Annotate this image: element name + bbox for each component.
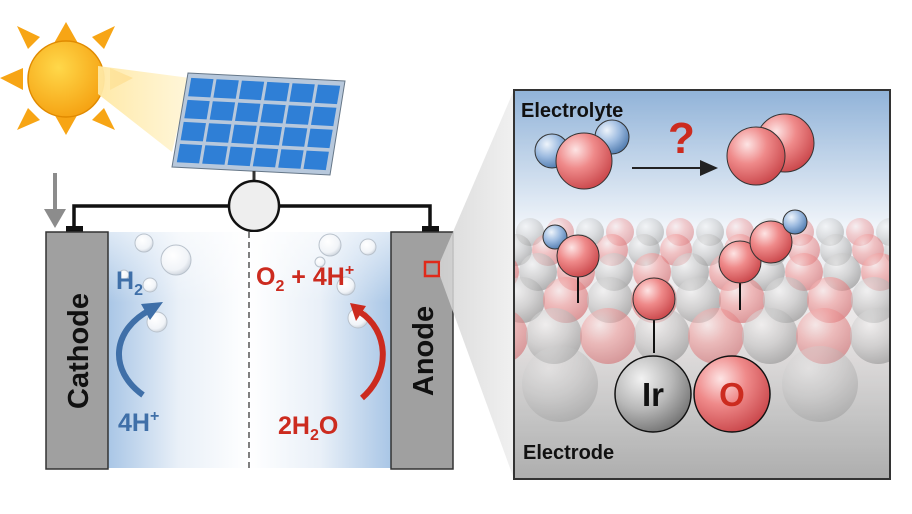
adsorbed-ooh-2 [718, 209, 808, 310]
solar-cell [311, 106, 337, 127]
anode-product-o2: O2 + 4H+ [256, 262, 354, 295]
water-molecule [534, 119, 630, 190]
question-mark: ? [668, 114, 695, 163]
cathode-reactant-4h: 4H+ [118, 408, 159, 437]
power-meter-icon [227, 179, 281, 233]
lattice-iridium [514, 277, 545, 323]
sunlight-beam [98, 66, 190, 152]
solar-cell [213, 79, 239, 99]
cathode-product-h2: H2 [116, 267, 143, 299]
anode-label: Anode [408, 306, 440, 396]
solar-panel-icon [171, 72, 346, 186]
solar-cell [252, 147, 279, 168]
anode-reaction-arrow [358, 309, 386, 401]
adsorbed-ooh [542, 224, 600, 303]
solar-cell [205, 123, 232, 143]
solar-cell [285, 105, 312, 125]
iridium-label: Ir [642, 376, 664, 413]
cathode-reaction-arrow [116, 307, 152, 398]
bubble [314, 256, 326, 268]
solar-cell [303, 150, 329, 171]
down-arrow-icon [44, 173, 66, 228]
solar-cell [184, 99, 210, 120]
oxygen-molecule [726, 113, 815, 186]
sun-icon [0, 22, 133, 135]
lattice-iridium [782, 346, 858, 422]
electrode-label: Electrode [523, 442, 614, 464]
iridium-atom: Ir [614, 355, 692, 433]
bubble [134, 233, 154, 253]
solar-cell [209, 101, 236, 121]
solar-cell [238, 80, 265, 101]
adsorbed-o [632, 277, 676, 353]
gas-bubbles [118, 233, 377, 333]
lattice-oxygen [688, 308, 744, 364]
anode-reactant-2h2o: 2H2O [278, 412, 338, 444]
oxygen-atom: O [693, 355, 771, 433]
bubble [359, 238, 377, 256]
lattice-iridium [522, 346, 598, 422]
solar-cell [307, 128, 333, 149]
zoom-panel: ? Ir O Electrolyte [513, 89, 891, 480]
bubble [118, 269, 130, 281]
solar-cell [278, 149, 304, 169]
lattice-iridium [634, 308, 690, 364]
solar-cell [202, 145, 228, 165]
bubble [336, 276, 356, 296]
lattice-iridium [850, 308, 890, 364]
bubble [318, 233, 342, 257]
bubble [160, 244, 192, 276]
oxygen-label: O [719, 376, 745, 413]
solar-cell [256, 125, 282, 146]
cathode-label: Cathode [63, 293, 95, 409]
solar-cell [180, 121, 206, 142]
solar-cell [314, 84, 341, 105]
solar-cell [281, 127, 308, 147]
solar-cell [235, 102, 261, 123]
solar-cell [264, 81, 290, 102]
cathode-plate: Cathode [45, 231, 109, 470]
solar-cell [188, 77, 214, 98]
bubble [142, 277, 158, 293]
circuit-wire [72, 204, 432, 232]
solar-cell [176, 143, 203, 164]
zoom-region-marker [423, 260, 441, 278]
zoom-cone [440, 90, 514, 479]
solar-cell [289, 83, 315, 103]
solar-cell [231, 124, 257, 145]
solar-cell [260, 103, 286, 124]
lattice-oxygen [514, 311, 528, 361]
lattice-iridium [742, 308, 798, 364]
lattice-oxygen [719, 277, 765, 323]
electrolyte-label: Electrolyte [521, 100, 623, 122]
solar-cell [227, 146, 253, 167]
lattice-oxygen [580, 308, 636, 364]
